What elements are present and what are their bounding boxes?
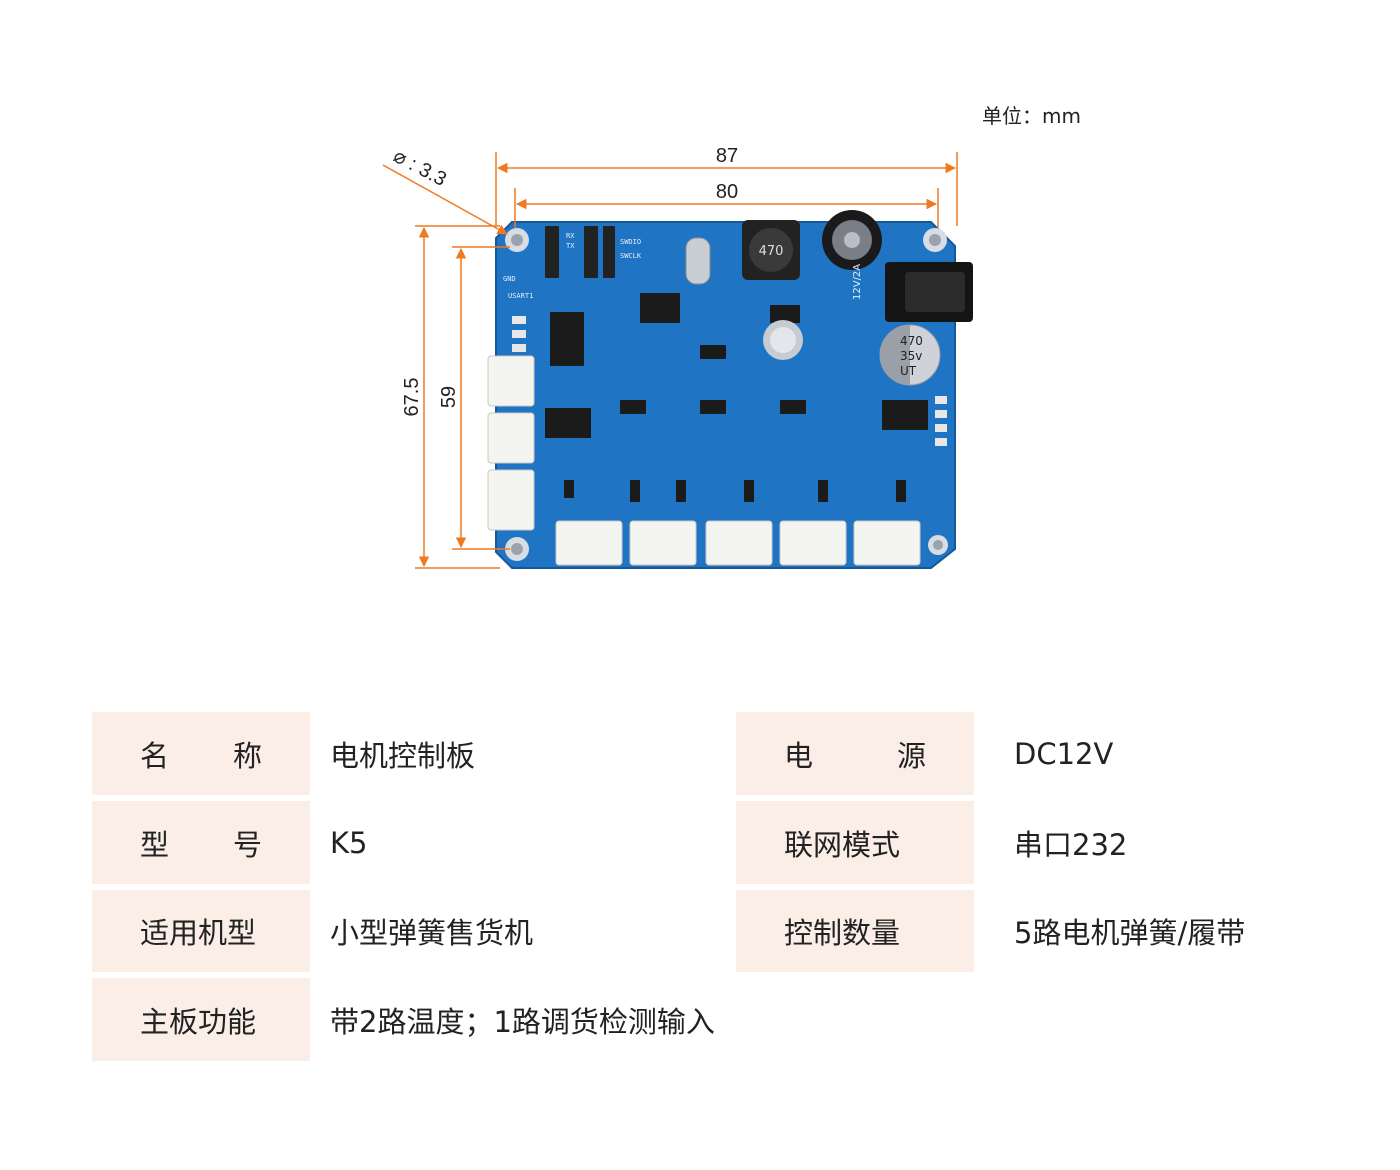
svg-text:RX: RX [566,232,575,240]
spec-label-model: 型号 [92,801,310,884]
spec-value-power: DC12V [1014,736,1114,771]
spec-label-power: 电源 [736,712,974,795]
silkscreen-labels: RX TX GND SWDIO SWCLK USART1 [503,232,642,300]
mounting-hole-top-left [505,228,529,252]
svg-text:USART1: USART1 [508,292,533,300]
spec-value-network: 串口232 [1014,827,1128,862]
svg-text:12V/2A: 12V/2A [852,264,863,300]
spec-label-name-c2: 称 [232,738,262,773]
dc-power-jack: 12V/2A [852,262,973,322]
pcb-board: RX TX GND SWDIO SWCLK USART1 470 [487,210,973,569]
svg-text:SWCLK: SWCLK [620,252,642,260]
unit-note: 单位：mm [982,104,1081,128]
spec-label-control-count: 控制数量 [736,890,974,972]
capacitor-top [822,210,882,270]
left-connectors [487,355,535,531]
svg-text:SWDIO: SWDIO [620,238,641,246]
spec-label-power-c2: 源 [896,738,926,773]
board-drawing: RX TX GND SWDIO SWCLK USART1 470 [382,145,973,569]
svg-text:35v: 35v [900,349,922,363]
svg-text:470: 470 [900,334,923,348]
spec-label-name: 名称 [92,712,310,795]
svg-text:UT: UT [900,364,917,378]
spec-value-control-count: 5路电机弹簧/履带 [1014,916,1246,950]
inductor: 470 [742,220,800,280]
ic-chips [545,293,928,438]
spec-label-name-c1: 名 [140,738,170,773]
capacitor-small [763,320,803,360]
capacitor-large: 470 35v UT [879,324,941,386]
spec-value-model: K5 [330,825,368,860]
bottom-connectors [555,520,921,566]
crystal [685,237,711,285]
spec-label-functions: 主板功能 [92,978,310,1061]
spec-label-model-c1: 型 [140,827,170,862]
dim-height-inner: 59 [438,386,460,408]
svg-text:TX: TX [566,242,575,250]
dim-width-outer: 87 [716,145,738,167]
dim-hole-diameter: ⌀ : 3.3 [390,145,450,191]
dim-height-outer: 67.5 [401,378,423,417]
spec-label-network: 联网模式 [736,801,974,884]
spec-value-machine: 小型弹簧售货机 [330,916,534,950]
pin-header [545,226,615,278]
spec-label-machine: 适用机型 [92,890,310,972]
mounting-hole-top-right [923,228,947,252]
smd-components [564,345,906,502]
svg-text:GND: GND [503,275,516,283]
spec-label-power-c1: 电 [784,738,814,773]
smd-passives [512,316,947,446]
mounting-hole-bottom-right [928,535,948,555]
spec-value-functions: 带2路温度；1路调货检测输入 [330,1004,715,1039]
spec-value-name: 电机控制板 [330,738,476,773]
svg-text:470: 470 [759,244,784,259]
mounting-hole-bottom-left [505,537,529,561]
dimension-lines [382,152,958,569]
dim-width-inner: 80 [716,181,738,203]
spec-label-model-c2: 号 [232,827,262,862]
